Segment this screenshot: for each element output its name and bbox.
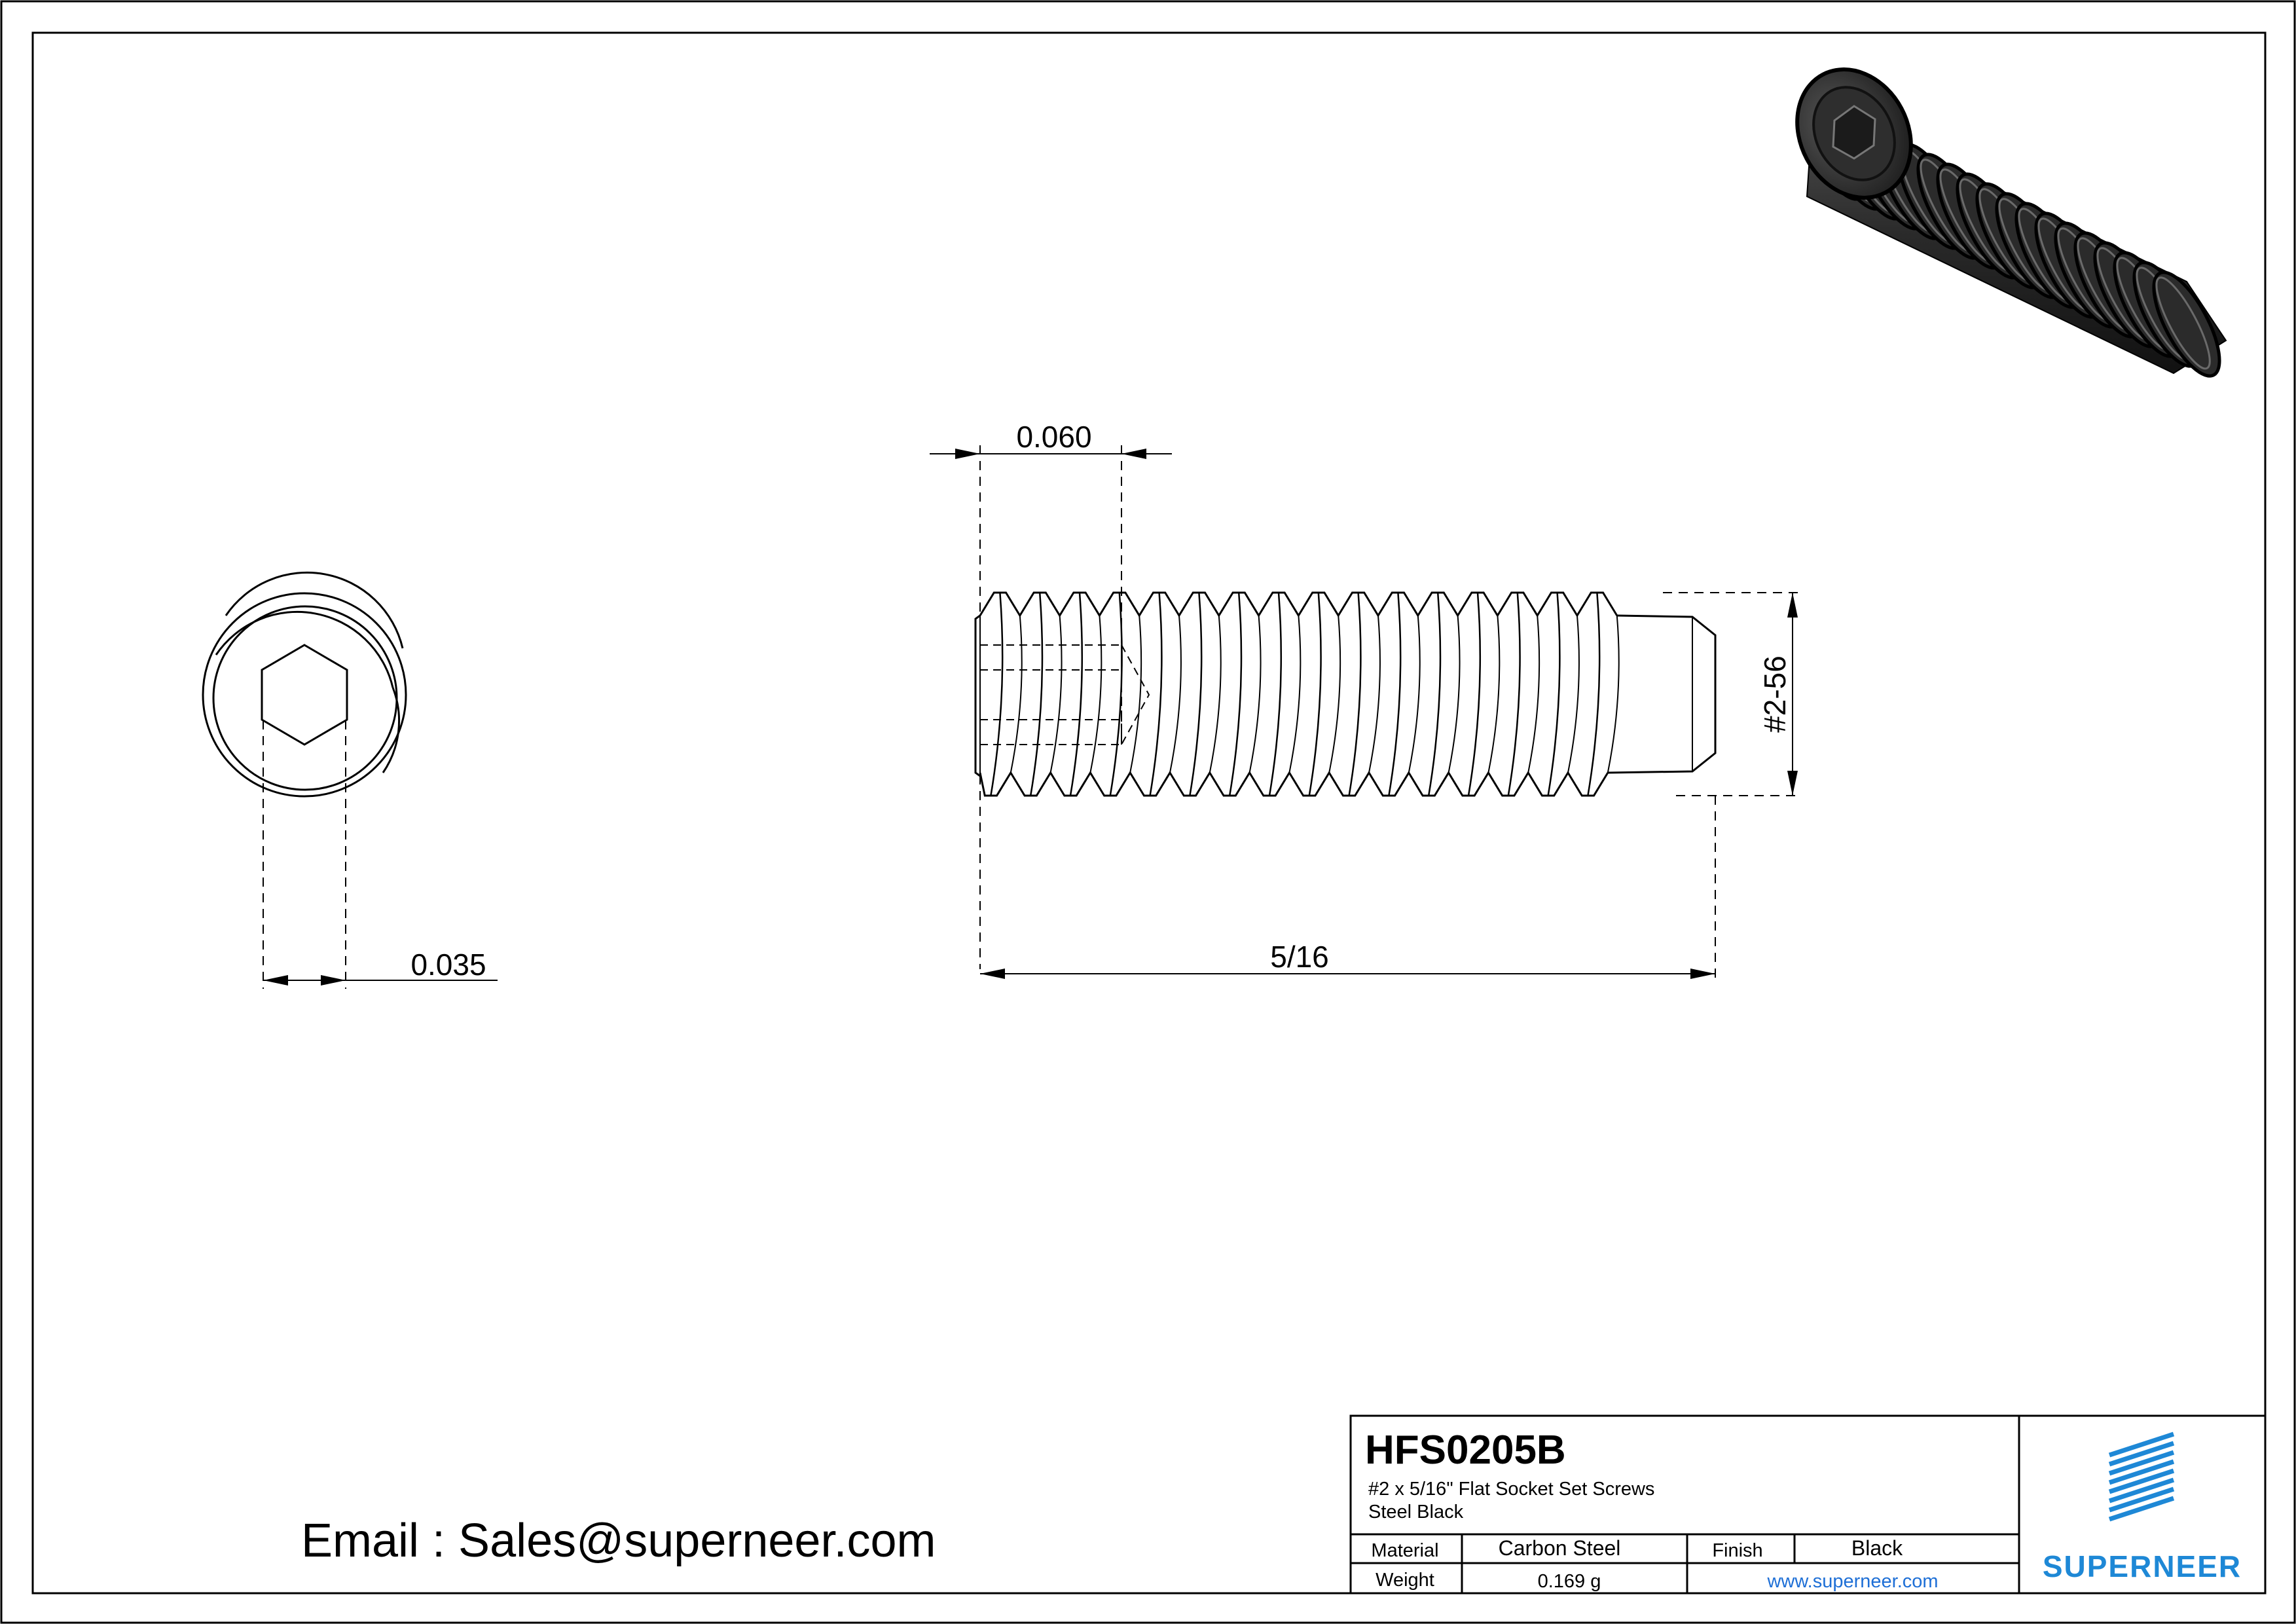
side-view <box>974 591 1717 797</box>
socket-depth-label: 0.060 <box>1016 420 1091 454</box>
screw-3d-render <box>1795 67 2227 378</box>
end-view <box>202 571 498 989</box>
arrow-length-right <box>1690 969 1715 979</box>
material-label: Material <box>1371 1540 1438 1561</box>
arrow-thread-top <box>1787 593 1798 618</box>
length-dimension <box>980 796 1716 982</box>
website-link[interactable]: www.superneer.com <box>1766 1571 1938 1592</box>
thread-dimension <box>1663 592 1800 796</box>
inner-border <box>31 31 2267 1595</box>
title-block <box>1349 1414 2267 1595</box>
brand-name: SUPERNEER <box>2043 1549 2242 1583</box>
weight-value: 0.169 g <box>1538 1571 1601 1592</box>
arrow-hex-right <box>321 975 346 986</box>
thread-label: #2-56 <box>1758 655 1792 733</box>
arrow-depth-left <box>955 449 980 459</box>
material-value: Carbon Steel <box>1499 1536 1621 1560</box>
finish-label: Finish <box>1712 1540 1762 1561</box>
arrow-length-left <box>980 969 1005 979</box>
email-text: Email : Sales@superneer.com <box>301 1515 936 1567</box>
arrow-thread-bottom <box>1787 771 1798 796</box>
part-number: HFS0205B <box>1365 1428 1566 1473</box>
description-line2: Steel Black <box>1368 1502 1464 1522</box>
arrow-hex-left <box>263 975 288 986</box>
arrow-depth-right <box>1121 449 1146 459</box>
superneer-logo-icon <box>2108 1431 2175 1522</box>
hex-size-label: 0.035 <box>410 948 486 982</box>
weight-label: Weight <box>1376 1570 1434 1591</box>
finish-value: Black <box>1851 1536 1903 1560</box>
length-label: 5/16 <box>1270 940 1329 974</box>
description-line1: #2 x 5/16" Flat Socket Set Screws <box>1368 1479 1654 1500</box>
socket-depth-dimension <box>930 445 1172 969</box>
